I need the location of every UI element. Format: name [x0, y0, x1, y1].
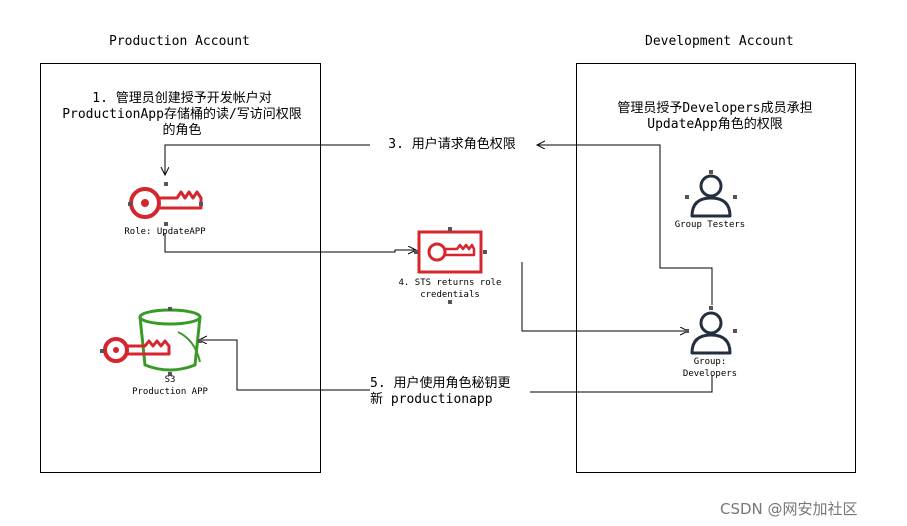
- step1-line1: 1. 管理员创建授予开发帐户对: [92, 91, 272, 106]
- step1-label: 1. 管理员创建授予开发帐户对 ProductionApp存储桶的读/写访问权限…: [44, 91, 320, 139]
- selection-handles-sts: [414, 227, 487, 304]
- selection-handles-s3: [100, 307, 202, 376]
- developers-line2: Developers: [682, 369, 738, 379]
- selection-handles-developers: [685, 306, 737, 333]
- step4-line1: 4. STS returns role: [398, 278, 502, 288]
- step5-line2: 新 productionapp: [370, 392, 493, 407]
- sts-key-icon: [417, 230, 483, 274]
- step1-line2: ProductionApp存储桶的读/写访问权限: [62, 107, 302, 122]
- step5-line1: 5. 用户使用角色秘钥更: [370, 376, 511, 391]
- developers-line1: Group:: [693, 357, 727, 367]
- developers-label: Group: Developers: [660, 356, 760, 380]
- step1-line3: 的角色: [162, 123, 202, 138]
- step3-label: 3. 用户请求角色权限: [372, 137, 532, 153]
- production-account-box: [40, 63, 321, 473]
- selection-handles-testers: [685, 170, 737, 199]
- watermark: CSDN @网安加社区: [720, 500, 858, 518]
- testers-label: Group Testers: [674, 220, 746, 230]
- step4-label: 4. STS returns role credentials: [390, 277, 510, 301]
- arrow-step5-to-s3: [199, 340, 370, 391]
- role-label: Role: UpdateAPP: [124, 227, 206, 237]
- group-developers-user-icon: [690, 311, 732, 355]
- arrow-request-role: [537, 145, 713, 305]
- s3-line2: Production APP: [132, 387, 208, 397]
- step4-line2: credentials: [420, 290, 480, 300]
- development-account-title: Development Account: [645, 34, 794, 49]
- group-testers-user-icon: [690, 174, 732, 218]
- s3-line1: S3: [164, 375, 176, 385]
- arrow-role-to-sts: [164, 233, 416, 252]
- admin-label: 管理员授予Developers成员承担 UpdateApp角色的权限: [590, 101, 840, 133]
- s3-key-icon: [103, 337, 171, 363]
- arrow-developers-to-step5: [520, 375, 713, 392]
- production-account-title: Production Account: [109, 34, 250, 49]
- admin-line2: UpdateApp角色的权限: [647, 117, 783, 132]
- arrow-request-role-to-key: [165, 144, 370, 175]
- admin-line1: 管理员授予Developers成员承担: [617, 101, 813, 116]
- s3-label: S3 Production APP: [110, 374, 230, 398]
- step5-label: 5. 用户使用角色秘钥更 新 productionapp: [370, 376, 530, 408]
- development-account-box: [576, 63, 856, 473]
- arrow-sts-to-developers: [521, 262, 688, 331]
- selection-handles-role: [128, 182, 203, 226]
